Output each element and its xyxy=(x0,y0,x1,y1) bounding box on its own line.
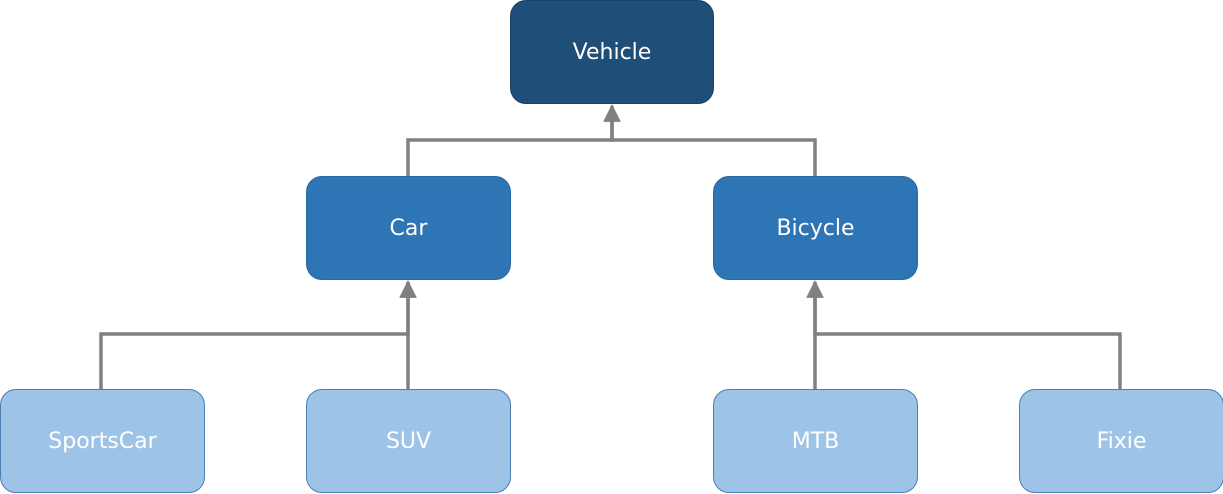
node-bicycle-label: Bicycle xyxy=(776,215,855,241)
connector-sportscar-car xyxy=(99,280,417,389)
node-sportscar[interactable]: SportsCar xyxy=(0,389,205,493)
node-vehicle[interactable]: Vehicle xyxy=(510,0,714,104)
node-car[interactable]: Car xyxy=(306,176,511,280)
node-suv[interactable]: SUV xyxy=(306,389,511,493)
node-bicycle[interactable]: Bicycle xyxy=(713,176,918,280)
node-suv-label: SUV xyxy=(385,428,432,454)
node-fixie[interactable]: Fixie xyxy=(1019,389,1223,493)
connector-fixie-bicycle xyxy=(806,280,1122,389)
node-mtb[interactable]: MTB xyxy=(713,389,918,493)
connector-bicycle-vehicle xyxy=(603,104,817,176)
node-fixie-label: Fixie xyxy=(1096,428,1147,454)
connector-car-vehicle xyxy=(406,104,621,176)
node-vehicle-label: Vehicle xyxy=(572,39,652,65)
node-sportscar-label: SportsCar xyxy=(48,428,157,454)
node-car-label: Car xyxy=(389,215,428,241)
node-mtb-label: MTB xyxy=(791,428,840,454)
